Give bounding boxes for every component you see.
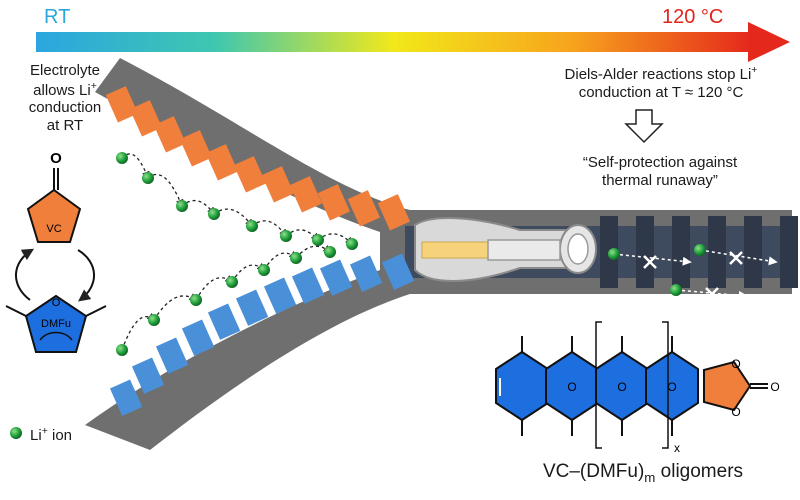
orange-tooth bbox=[317, 184, 351, 221]
li-ion-legend-label: Li+ ion bbox=[30, 425, 73, 444]
bridge-oxygen: O bbox=[617, 380, 626, 394]
temperature-start-label: RT bbox=[44, 6, 71, 28]
hop-arrow bbox=[147, 173, 184, 208]
li-ion bbox=[148, 314, 160, 326]
orange-teeth-row bbox=[105, 86, 411, 231]
oligomer-label: VC–(DMFu)m oligomers bbox=[542, 461, 744, 485]
li-ion bbox=[312, 234, 324, 246]
closed-tooth bbox=[636, 216, 654, 288]
electrolyte-note-line3: conduction bbox=[28, 99, 102, 117]
blocked-arrow bbox=[613, 253, 692, 266]
li-ion bbox=[226, 276, 238, 288]
blocked-x-icon bbox=[729, 251, 743, 265]
orange-tooth bbox=[377, 194, 411, 231]
electrolyte-note: Electrolyte allows Li+ conduction at RT bbox=[6, 62, 124, 135]
diels-alder-note-line1: Diels-Alder reactions stop Li+ bbox=[564, 64, 758, 83]
orange-tooth bbox=[105, 86, 139, 123]
hop-arrow bbox=[153, 293, 198, 321]
li-ion bbox=[246, 220, 258, 232]
closed-tooth bbox=[672, 216, 690, 288]
svg-text:O: O bbox=[731, 405, 740, 419]
orange-tooth bbox=[289, 176, 323, 213]
svg-text:O: O bbox=[50, 150, 62, 167]
li-ion bbox=[208, 208, 220, 220]
closed-tooth bbox=[744, 216, 762, 288]
svg-text:O: O bbox=[731, 357, 740, 371]
li-ion bbox=[290, 252, 302, 264]
orange-tooth bbox=[347, 190, 381, 227]
blue-tooth bbox=[181, 319, 215, 356]
blue-tooth bbox=[381, 253, 415, 290]
li-ion bbox=[694, 244, 706, 256]
orange-tooth bbox=[153, 116, 187, 153]
electrolyte-note-line2: allows Li+ bbox=[33, 79, 97, 99]
self-protection-quote: “Self-protection against thermal runaway… bbox=[582, 154, 738, 189]
svg-text:VC: VC bbox=[46, 223, 61, 235]
li-ion-path bbox=[116, 152, 358, 356]
li-ion bbox=[116, 152, 128, 164]
blue-tooth bbox=[235, 289, 269, 326]
electrolyte-note-line1: Electrolyte bbox=[29, 62, 101, 79]
temperature-arrow bbox=[36, 22, 790, 62]
hop-arrow bbox=[295, 245, 332, 259]
blue-tooth bbox=[349, 255, 383, 292]
temperature-end-label: 120 °C bbox=[662, 6, 724, 28]
bridge-oxygen: O bbox=[667, 380, 676, 394]
blue-tooth bbox=[263, 277, 297, 314]
li-ion bbox=[116, 344, 128, 356]
electrolyte-note-line4: at RT bbox=[46, 117, 84, 135]
li-ion-legend-dot bbox=[10, 427, 22, 439]
orange-tooth bbox=[179, 130, 213, 167]
orange-tooth bbox=[233, 156, 267, 193]
blue-tooth bbox=[319, 259, 353, 296]
svg-text:DMFu: DMFu bbox=[41, 318, 71, 330]
svg-text:O: O bbox=[52, 297, 61, 309]
blue-tooth bbox=[291, 267, 325, 304]
closed-tooth bbox=[780, 216, 798, 288]
cyclic-carbonate-end: O O O bbox=[703, 357, 780, 419]
li-ion bbox=[346, 238, 358, 250]
svg-text:O: O bbox=[770, 380, 779, 394]
bridge-oxygen: O bbox=[567, 380, 576, 394]
blue-tooth bbox=[131, 357, 165, 394]
hop-arrow bbox=[317, 233, 354, 246]
dmfu-molecule: O DMFu bbox=[5, 294, 107, 353]
li-ion bbox=[280, 230, 292, 242]
diels-alder-note-line2: conduction at T ≈ 120 °C bbox=[578, 83, 744, 101]
repeat-brackets: x bbox=[595, 321, 680, 455]
zipper-slider bbox=[414, 217, 597, 282]
orange-tooth bbox=[261, 166, 295, 203]
li-ion bbox=[670, 284, 682, 296]
li-ion bbox=[142, 172, 154, 184]
oligomer-hexagon bbox=[495, 350, 549, 422]
blocked-x-icon bbox=[705, 287, 719, 301]
li-ion bbox=[324, 246, 336, 258]
li-ion bbox=[190, 294, 202, 306]
down-arrow-icon bbox=[624, 109, 664, 144]
blue-teeth-row bbox=[109, 253, 415, 416]
blue-tooth bbox=[155, 337, 189, 374]
reaction-cycle-arrows bbox=[15, 248, 95, 302]
diels-alder-note: Diels-Alder reactions stop Li+ conductio… bbox=[528, 64, 794, 101]
li-ion bbox=[258, 264, 270, 276]
hop-arrow bbox=[213, 208, 253, 228]
orange-tooth bbox=[129, 100, 163, 137]
blocked-li-paths bbox=[608, 244, 778, 301]
li-ion bbox=[608, 248, 620, 260]
blue-tooth bbox=[207, 303, 241, 340]
closed-tooth bbox=[708, 216, 726, 288]
vc-molecule: O VC bbox=[26, 150, 82, 243]
li-ion bbox=[176, 200, 188, 212]
blue-tooth bbox=[109, 379, 143, 416]
svg-text:x: x bbox=[674, 441, 680, 455]
orange-tooth bbox=[205, 144, 239, 181]
blocked-x-icon bbox=[643, 255, 657, 269]
